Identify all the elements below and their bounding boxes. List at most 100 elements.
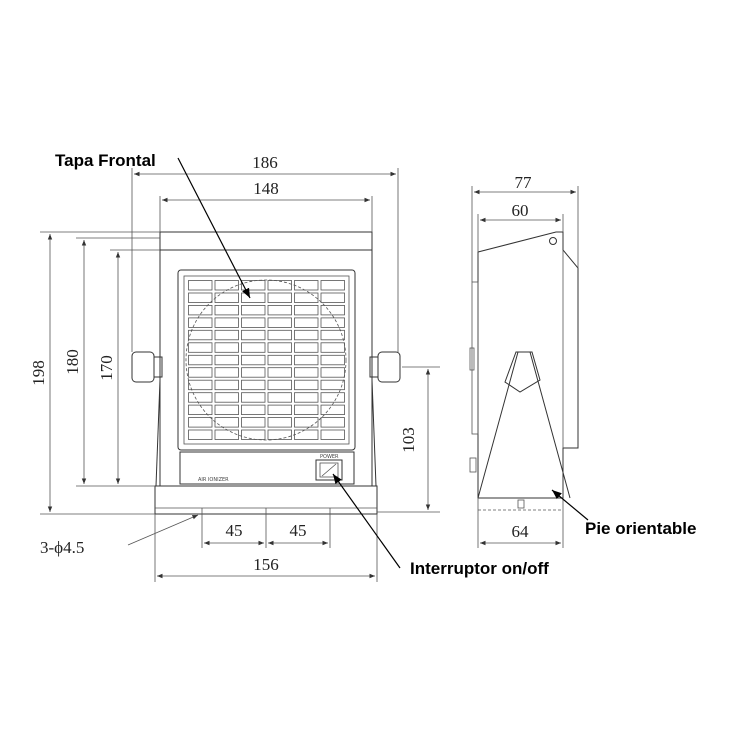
grille-cell (267, 392, 292, 403)
fan-outline (185, 279, 347, 441)
dim-width-body: 148 (253, 179, 279, 198)
grille-cell (320, 392, 345, 403)
grille-cell (267, 404, 292, 416)
side-view (469, 231, 579, 514)
dim-hole-spacing-left: 45 (226, 521, 243, 540)
grille-cell (267, 292, 292, 303)
grille-cell (294, 367, 319, 378)
grille-cell (294, 329, 319, 341)
grille-cell (320, 329, 345, 341)
grille-cell (320, 429, 345, 440)
grille-cell (294, 342, 319, 353)
grille-cell (214, 404, 239, 416)
panel-label: AIR IONIZER (198, 477, 229, 483)
grille-cell (294, 317, 319, 328)
side-housing (477, 231, 579, 499)
grille-cell (320, 292, 345, 303)
front-view: AIR IONIZER POWER (131, 231, 401, 515)
grille-cell (188, 429, 213, 440)
grille-cell (267, 367, 292, 378)
dim-base-depth: 64 (512, 522, 530, 541)
grille-cell (320, 417, 345, 428)
grille-cell (294, 429, 319, 440)
switch-label: POWER (320, 454, 339, 460)
grille-cell (188, 354, 213, 366)
side-dimensions: 77 60 64 (471, 173, 579, 548)
grille-cell (267, 354, 292, 366)
side-screw (549, 237, 557, 245)
leader-adjustable-stand (551, 489, 589, 521)
grille-cell (320, 317, 345, 328)
grille-cell (214, 304, 239, 316)
grille-cell (294, 404, 319, 416)
leader-front-cover (177, 157, 251, 299)
grille-cell (267, 317, 292, 328)
dim-depth-overall: 77 (515, 173, 533, 192)
front-cover-grille (188, 280, 345, 440)
dim-height-pivot: 103 (399, 427, 418, 453)
grille-cell (214, 379, 239, 391)
grille-cell (241, 404, 266, 416)
grille-cell (188, 379, 213, 391)
grille-cell (267, 329, 292, 341)
grille-cell (267, 379, 292, 391)
right-knob (377, 351, 401, 383)
grille-cell (241, 304, 266, 316)
left-knob (131, 351, 155, 383)
grille-cell (241, 342, 266, 353)
grille-cell (241, 280, 266, 291)
dim-base-width: 156 (253, 555, 279, 574)
grille-cell (188, 329, 213, 341)
dim-height-front: 170 (97, 355, 116, 381)
front-cover-frame (177, 269, 356, 451)
grille-cell (188, 367, 213, 378)
callouts: Tapa Frontal Interruptor on/off Pie orie… (55, 151, 696, 578)
grille-cell (294, 304, 319, 316)
adjustable-stand (477, 351, 571, 499)
grille-cell (320, 280, 345, 291)
dim-height-body: 180 (63, 349, 82, 375)
grille-cell (241, 429, 266, 440)
grille-cell (320, 379, 345, 391)
dim-depth-body: 60 (512, 201, 529, 220)
grille-cell (214, 354, 239, 366)
grille-cell (294, 379, 319, 391)
grille-cell (267, 342, 292, 353)
grille-cell (241, 392, 266, 403)
grille-cell (320, 404, 345, 416)
grille-cell (267, 429, 292, 440)
front-dimensions: 186 148 198 180 170 103 45 45 (29, 153, 440, 582)
grille-cell (320, 354, 345, 366)
grille-cell (214, 342, 239, 353)
grille-cell (241, 292, 266, 303)
grille-cell (267, 280, 292, 291)
grille-cell (294, 354, 319, 366)
grille-cell (267, 304, 292, 316)
grille-cell (188, 417, 213, 428)
grille-cell (188, 404, 213, 416)
stand-pivot (504, 351, 541, 393)
grille-cell (320, 304, 345, 316)
grille-cell (188, 292, 213, 303)
grille-cell (320, 367, 345, 378)
grille-cell (241, 367, 266, 378)
grille-cell (214, 417, 239, 428)
grille-cell (241, 379, 266, 391)
grille-cell (241, 417, 266, 428)
top-cap (159, 231, 373, 251)
grille-cell (214, 280, 239, 291)
grille-cell (214, 429, 239, 440)
grille-cell (214, 392, 239, 403)
grille-cell (320, 342, 345, 353)
dim-hole-spacing-right: 45 (290, 521, 307, 540)
dim-mounting-holes: 3-ϕ4.5 (40, 538, 84, 557)
grille-cell (241, 354, 266, 366)
grille-cell (294, 392, 319, 403)
callout-front-cover: Tapa Frontal (55, 151, 156, 170)
grille-cell (214, 292, 239, 303)
grille-cell (188, 392, 213, 403)
grille-cell (214, 317, 239, 328)
callout-power-switch: Interruptor on/off (410, 559, 549, 578)
